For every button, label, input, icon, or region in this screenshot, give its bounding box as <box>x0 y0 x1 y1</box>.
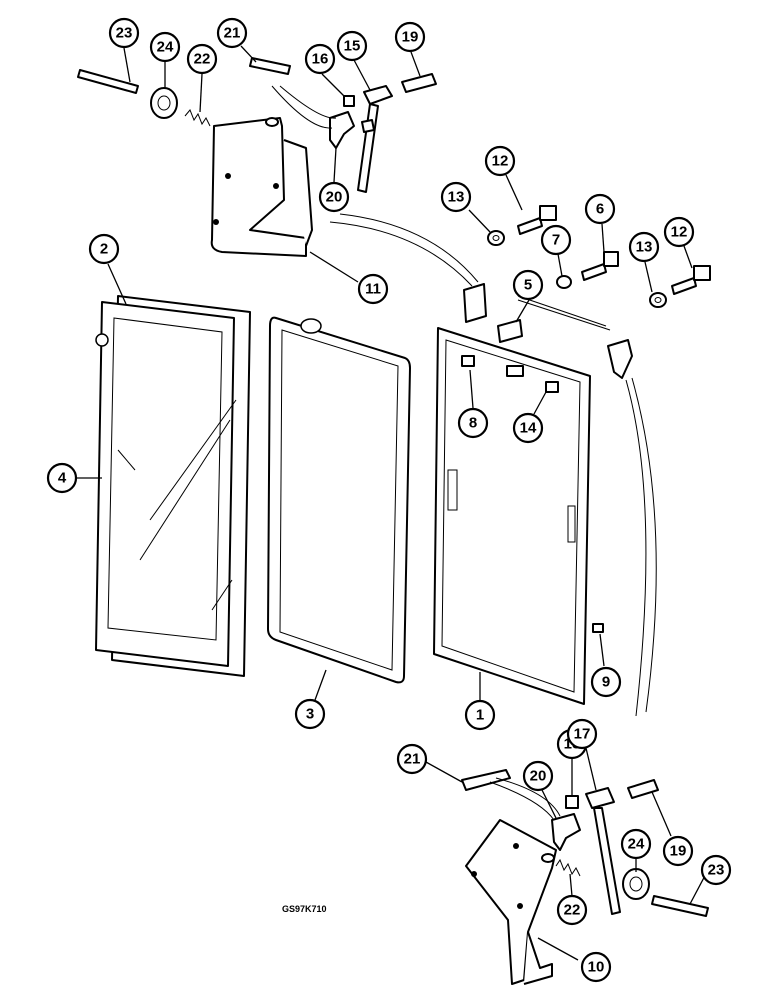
callout-label: 23 <box>116 25 133 42</box>
callout-label: 13 <box>448 189 465 206</box>
callout-11: 11 <box>357 273 389 305</box>
callout-label: 19 <box>670 843 687 860</box>
callout-5: 5 <box>512 269 544 301</box>
callout-label: 2 <box>100 241 108 258</box>
part-4-glass-panel <box>95 295 251 677</box>
callout-9: 9 <box>590 666 622 698</box>
callout-label: 14 <box>520 420 537 437</box>
callout-label: 13 <box>636 239 653 256</box>
callout-13-right: 13 <box>628 231 660 263</box>
callout-7: 7 <box>540 224 572 256</box>
callout-14: 14 <box>512 412 544 444</box>
callout-label: 7 <box>552 232 560 249</box>
callout-label: 21 <box>224 25 241 42</box>
callout-24-bottom: 24 <box>620 828 652 860</box>
assembly-lines <box>271 85 657 821</box>
callout-22-top: 22 <box>186 43 218 75</box>
callout-label: 22 <box>194 51 211 68</box>
callout-label: 21 <box>404 751 421 768</box>
part-9-knob <box>592 623 604 633</box>
callout-17: 17 <box>566 718 598 750</box>
callout-12-left: 12 <box>484 145 516 177</box>
callout-label: 22 <box>564 902 581 919</box>
callout-label: 15 <box>344 38 361 55</box>
part-11-upper-bracket <box>210 117 313 257</box>
upper-hardware <box>77 57 437 193</box>
callout-1: 1 <box>464 699 496 731</box>
callout-19-bottom: 19 <box>662 835 694 867</box>
callout-label: 10 <box>588 959 605 976</box>
callout-6: 6 <box>584 193 616 225</box>
callout-23-top: 23 <box>108 17 140 49</box>
callout-label: 9 <box>602 674 610 691</box>
callout-10: 10 <box>580 951 612 983</box>
callouts: 23 24 22 21 16 15 19 20 11 12 13 7 6 12 … <box>46 17 732 983</box>
part-1-door-frame <box>433 327 591 705</box>
right-upper-hardware <box>463 205 711 379</box>
callout-19-top: 19 <box>394 21 426 53</box>
callout-label: 4 <box>58 470 67 487</box>
callout-label: 20 <box>326 189 343 206</box>
callout-4: 4 <box>46 462 78 494</box>
callout-label: 8 <box>469 415 477 432</box>
figure-code: GS97K710 <box>282 904 327 914</box>
callout-label: 17 <box>574 726 591 743</box>
callout-label: 24 <box>628 836 645 853</box>
callout-3: 3 <box>294 698 326 730</box>
callout-label: 12 <box>671 224 688 241</box>
callout-label: 23 <box>708 862 725 879</box>
callout-12-right: 12 <box>663 216 695 248</box>
callout-16: 16 <box>304 43 336 75</box>
callout-2: 2 <box>88 233 120 265</box>
callout-20-bottom: 20 <box>522 760 554 792</box>
callout-label: 1 <box>476 707 484 724</box>
callout-20-top: 20 <box>318 181 350 213</box>
part-3-seal <box>267 316 411 684</box>
callout-label: 16 <box>312 51 329 68</box>
callout-8: 8 <box>457 407 489 439</box>
part-10-lower-bracket <box>465 819 557 985</box>
callout-13-left: 13 <box>440 181 472 213</box>
callout-24-top: 24 <box>149 31 181 63</box>
callout-label: 12 <box>492 153 509 170</box>
leader-lines <box>76 45 709 961</box>
callout-label: 6 <box>596 201 604 218</box>
callout-label: 24 <box>157 39 174 56</box>
callout-label: 3 <box>306 706 314 723</box>
callout-label: 5 <box>524 277 532 294</box>
lower-hardware <box>461 769 709 917</box>
callout-21-bottom: 21 <box>396 743 428 775</box>
callout-label: 20 <box>530 768 547 785</box>
callout-23-bottom: 23 <box>700 854 732 886</box>
callout-label: 19 <box>402 29 419 46</box>
callout-label: 11 <box>365 281 381 298</box>
callout-15: 15 <box>336 30 368 62</box>
callout-21-top: 21 <box>216 17 248 49</box>
callout-22-bottom: 22 <box>556 894 588 926</box>
parts-drawing <box>77 57 711 985</box>
